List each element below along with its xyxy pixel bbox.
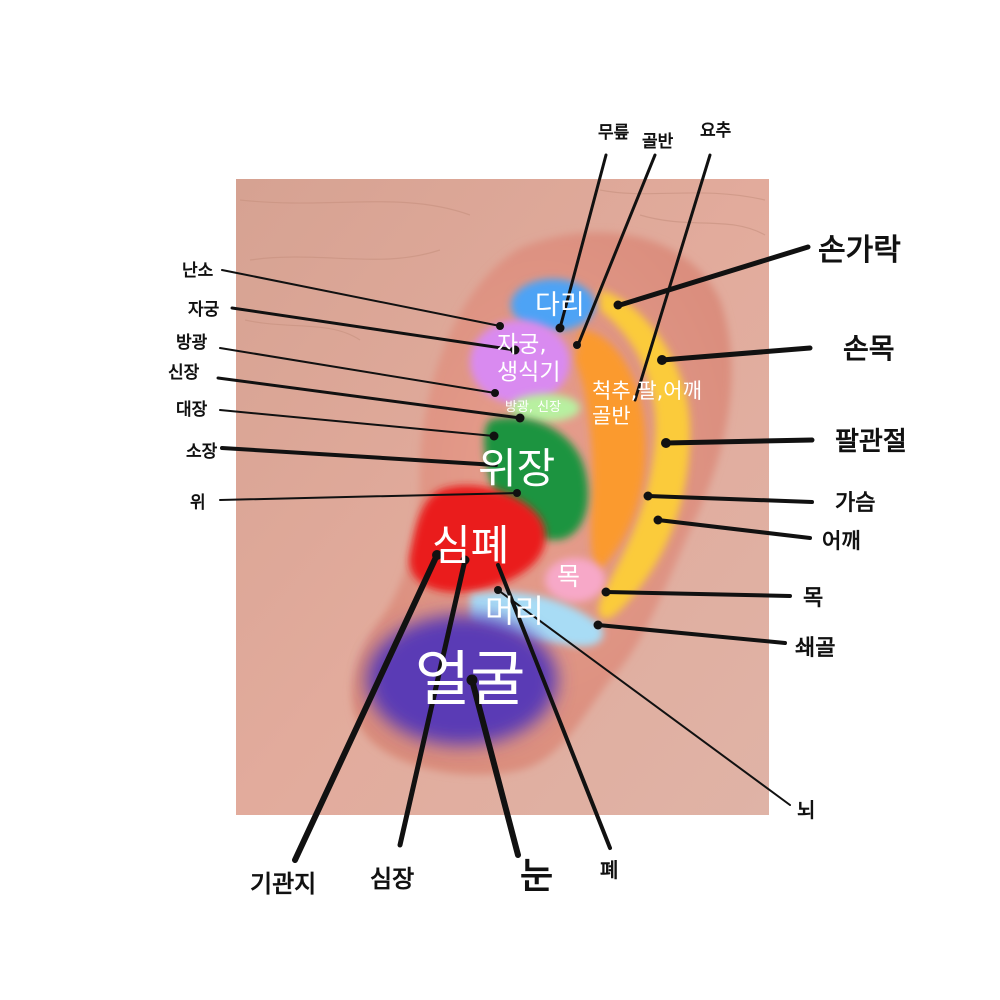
line-brain: [497, 589, 791, 806]
line-pelvis: [576, 153, 657, 347]
line-bronchus: [292, 552, 440, 863]
label-bronchus: 기관지: [250, 870, 316, 898]
label-stomach: 위: [190, 493, 206, 513]
dot-wrist: [657, 355, 667, 365]
line-shoulder: [656, 518, 812, 540]
line-uterus: [230, 306, 517, 352]
dot-ovary: [496, 322, 504, 330]
line-elbow: [663, 437, 815, 446]
line-fingers: [617, 244, 811, 308]
line-eye: [469, 677, 521, 858]
line-knee: [558, 153, 608, 330]
dot-heart: [460, 555, 470, 565]
label-shoulder: 어깨: [822, 529, 861, 553]
dot-chest: [643, 491, 653, 501]
zone-heart-lung-red: [409, 485, 546, 593]
label-lumbar: 요추: [700, 121, 732, 141]
label-small-intestine: 소장: [186, 442, 218, 462]
dot-shoulder: [653, 515, 663, 525]
dot-bladder: [491, 389, 499, 397]
zone-helix-yellow: [598, 290, 690, 619]
line-large-intestine: [219, 409, 495, 437]
line-chest: [646, 494, 814, 504]
dot-large-intestine: [489, 431, 499, 441]
label-wrist: 손목: [843, 332, 895, 365]
line-lumbar: [633, 153, 712, 402]
label-elbow: 팔관절: [835, 427, 907, 457]
zone-label-bladder-kidney: 방광, 신장: [505, 400, 561, 415]
line-kidney: [216, 376, 522, 420]
dot-kidney: [515, 413, 525, 423]
line-ovary: [221, 269, 501, 327]
line-neck: [604, 590, 792, 598]
acupoint-dots: [432, 300, 671, 686]
label-collarbone: 쇄골: [795, 636, 835, 661]
dot-collarbone: [593, 620, 603, 630]
line-wrist: [659, 345, 813, 363]
label-large-intestine: 대장: [176, 400, 208, 420]
zone-spine-orange: [575, 330, 646, 570]
zone-label-stomach: 위장: [478, 444, 555, 493]
zone-neck-pink: [545, 558, 605, 602]
label-pelvis: 골반: [642, 132, 674, 152]
label-eye: 눈: [520, 856, 553, 897]
label-bladder: 방광: [176, 333, 208, 353]
dot-fingers: [613, 300, 623, 310]
dot-elbow: [661, 438, 671, 448]
zone-label-face: 얼굴: [415, 645, 525, 715]
line-small-intestine: [220, 446, 498, 467]
label-knee: 무릎: [598, 123, 630, 143]
zone-leg-blue: [511, 279, 595, 331]
label-fingers: 손가락: [818, 233, 901, 268]
hair-strands: [239, 189, 766, 341]
dot-pelvis: [573, 341, 581, 349]
label-heart: 심장: [370, 865, 414, 893]
dot-eye: [466, 674, 478, 686]
label-lung: 폐: [600, 858, 618, 882]
dot-neck: [601, 587, 611, 597]
zone-label-head: 머리: [485, 592, 544, 630]
label-neck: 목: [803, 586, 823, 611]
line-bladder: [219, 347, 496, 394]
line-collarbone: [596, 623, 787, 645]
line-heart: [397, 557, 468, 848]
dot-brain: [494, 586, 502, 594]
line-lung: [496, 563, 612, 850]
zone-uterus-purple: [470, 320, 570, 404]
line-stomach: [219, 492, 518, 501]
label-ovary: 난소: [182, 261, 214, 281]
label-brain: 뇌: [797, 798, 815, 822]
zone-label-uterus: 자궁,생식기: [497, 332, 560, 386]
dot-knee: [555, 323, 565, 333]
zone-label-leg: 다리: [535, 290, 585, 321]
label-kidney: 신장: [168, 363, 200, 383]
dot-bronchus: [432, 550, 442, 560]
zone-label-heart-lung: 심폐: [432, 521, 509, 570]
dot-stomach: [513, 489, 521, 497]
zone-label-neck: 목: [557, 562, 580, 591]
leader-lines: [216, 153, 815, 863]
zone-face-purple: [367, 615, 557, 745]
zone-bladder-kidney-green: [510, 394, 580, 422]
dot-uterus: [510, 345, 520, 355]
external-labels: 무릎 골반 요추 손가락 손목 팔관절 가슴 어깨 목 쇄골 뇌 폐 눈 심장 …: [168, 121, 907, 898]
label-chest: 가슴: [835, 491, 875, 516]
label-uterus: 자궁: [188, 300, 220, 320]
